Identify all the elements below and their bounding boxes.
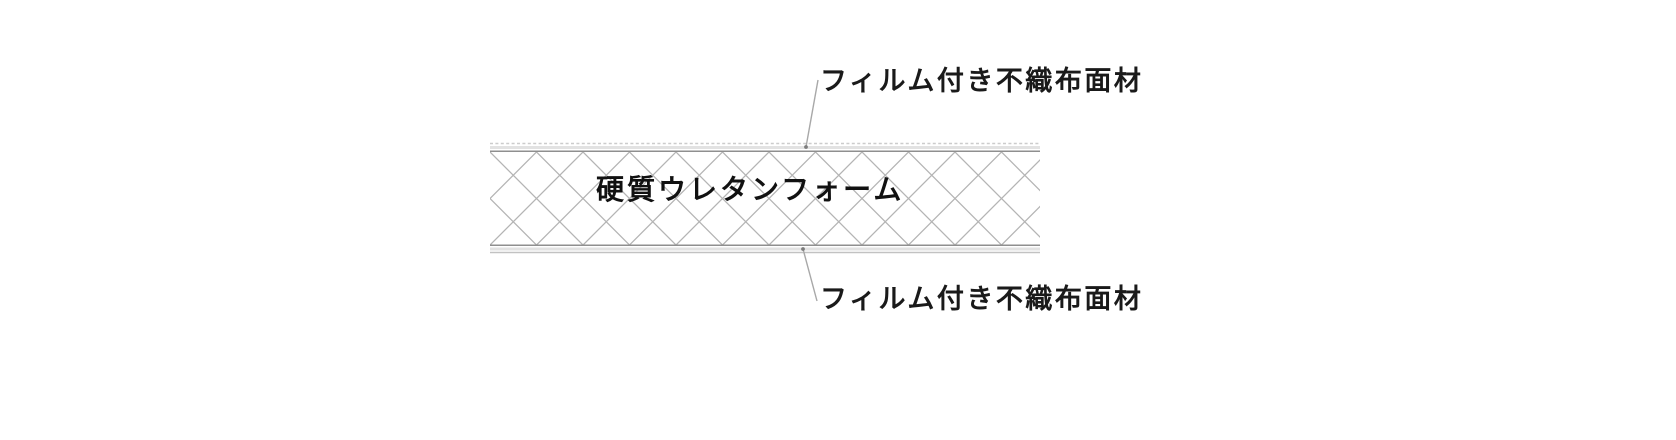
top-leader-anchor [804, 145, 808, 149]
bottom-leader-anchor [801, 247, 805, 251]
foam-core-label: 硬質ウレタンフォーム [596, 173, 905, 206]
top-facing-layer [490, 142, 1040, 153]
top-leader-line [805, 79, 819, 148]
top-facing-label: フィルム付き不織布面材 [820, 66, 1144, 97]
foam-core-body [490, 152, 1040, 245]
crosshatch-fill [490, 152, 1040, 245]
bottom-facing-label: フィルム付き不織布面材 [820, 284, 1144, 315]
leader-lines [801, 79, 819, 302]
bottom-facing-layer [490, 244, 1040, 254]
bottom-leader-line [802, 248, 818, 302]
